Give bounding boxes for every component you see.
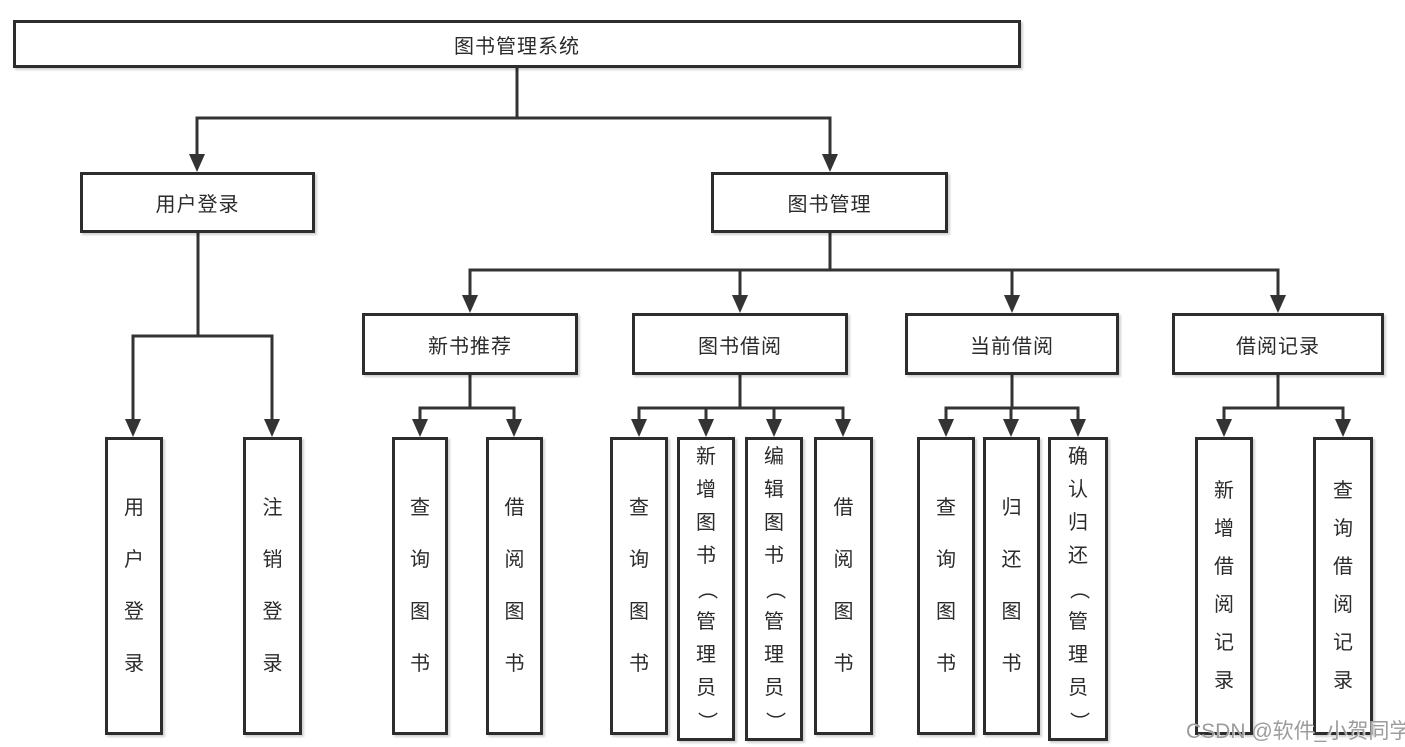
- node-new-book-recommendation-label: 新书推荐: [428, 335, 512, 358]
- leaf-query-books-borrowing: 查询图书: [610, 437, 668, 735]
- leaf-user-login-label: 用户登录: [124, 497, 144, 675]
- leaf-add-borrow-record: 新增借阅记录: [1195, 437, 1253, 735]
- node-current-borrowing: 当前借阅: [905, 313, 1119, 375]
- edge-book-borrow-children: [637, 373, 845, 425]
- leaf-edit-books-admin-label: 编辑图书（管理员）: [763, 445, 786, 732]
- leaf-query-books-current: 查询图书: [917, 437, 975, 735]
- leaf-user-login: 用户登录: [105, 437, 163, 735]
- arrowheads: [125, 154, 1351, 437]
- leaf-borrow-books-recommend: 借阅图书: [486, 437, 543, 735]
- leaf-borrow-books-label: 借阅图书: [833, 497, 854, 675]
- edge-current-borrow-children: [944, 373, 1080, 425]
- leaf-logout: 注销登录: [243, 437, 302, 735]
- node-book-management: 图书管理: [711, 172, 948, 233]
- edge-borrow-record-children: [1222, 373, 1345, 425]
- leaf-return-books-label: 归还图书: [1001, 497, 1022, 675]
- leaf-add-books-admin: 新增图书（管理员）: [677, 437, 735, 741]
- leaf-query-books-current-label: 查询图书: [936, 497, 956, 675]
- edge-root-to-level2: [195, 66, 832, 158]
- leaf-return-books: 归还图书: [983, 437, 1040, 735]
- leaf-query-borrow-record: 查询借阅记录: [1313, 437, 1373, 735]
- node-library-system-label: 图书管理系统: [454, 35, 580, 58]
- node-book-management-label: 图书管理: [787, 194, 872, 216]
- leaf-borrow-books: 借阅图书: [814, 437, 873, 735]
- edge-book-management-children: [468, 231, 1280, 299]
- node-new-book-recommendation: 新书推荐: [362, 313, 578, 375]
- leaf-confirm-return-admin-label: 确认归还（管理员）: [1067, 445, 1090, 732]
- edge-user-login-children: [131, 231, 274, 423]
- leaf-add-borrow-record-label: 新增借阅记录: [1214, 480, 1234, 692]
- leaf-query-borrow-record-label: 查询借阅记录: [1333, 480, 1353, 692]
- leaf-logout-label: 注销登录: [262, 497, 283, 675]
- node-borrowing-records-label: 借阅记录: [1236, 335, 1320, 358]
- leaf-edit-books-admin: 编辑图书（管理员）: [745, 437, 803, 741]
- leaf-confirm-return-admin: 确认归还（管理员）: [1048, 437, 1108, 741]
- leaf-borrow-books-recommend-label: 借阅图书: [504, 497, 525, 675]
- node-user-login-label: 用户登录: [155, 194, 240, 216]
- leaf-query-books-recommend: 查询图书: [392, 437, 448, 735]
- node-library-system: 图书管理系统: [13, 20, 1021, 68]
- csdn-watermark: CSDN @软件_小贺同学: [1186, 720, 1405, 743]
- leaf-query-books-borrowing-label: 查询图书: [629, 497, 649, 675]
- node-book-borrowing-label: 图书借阅: [698, 335, 782, 358]
- leaf-add-books-admin-label: 新增图书（管理员）: [695, 445, 718, 732]
- edge-new-book-children: [418, 373, 516, 425]
- leaf-query-books-recommend-label: 查询图书: [410, 497, 430, 675]
- node-current-borrowing-label: 当前借阅: [970, 335, 1054, 358]
- node-borrowing-records: 借阅记录: [1172, 313, 1384, 375]
- node-book-borrowing: 图书借阅: [632, 313, 848, 375]
- node-user-login: 用户登录: [80, 172, 315, 233]
